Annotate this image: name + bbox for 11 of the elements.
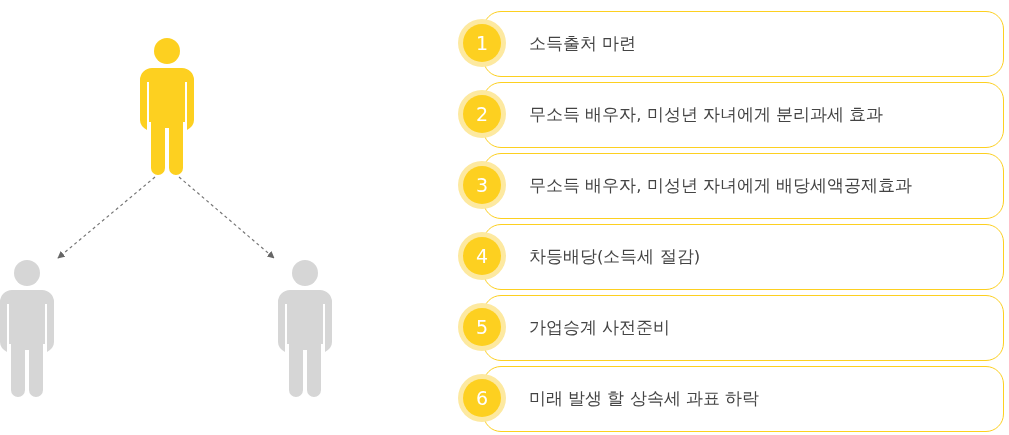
person-icon — [278, 260, 332, 397]
item-text: 미래 발생 할 상속세 과표 하락 — [529, 388, 760, 410]
item-text: 가업승계 사전준비 — [529, 317, 671, 339]
arrow — [178, 176, 275, 259]
person-icon — [140, 38, 194, 175]
item-text: 무소득 배우자, 미성년 자녀에게 배당세액공제효과 — [529, 175, 913, 197]
item-text: 소득출처 마련 — [529, 33, 637, 55]
person-icon — [0, 260, 54, 397]
item-text: 차등배당(소득세 절감) — [529, 246, 701, 268]
arrow — [57, 176, 156, 259]
item-text: 무소득 배우자, 미성년 자녀에게 분리과세 효과 — [529, 104, 884, 126]
